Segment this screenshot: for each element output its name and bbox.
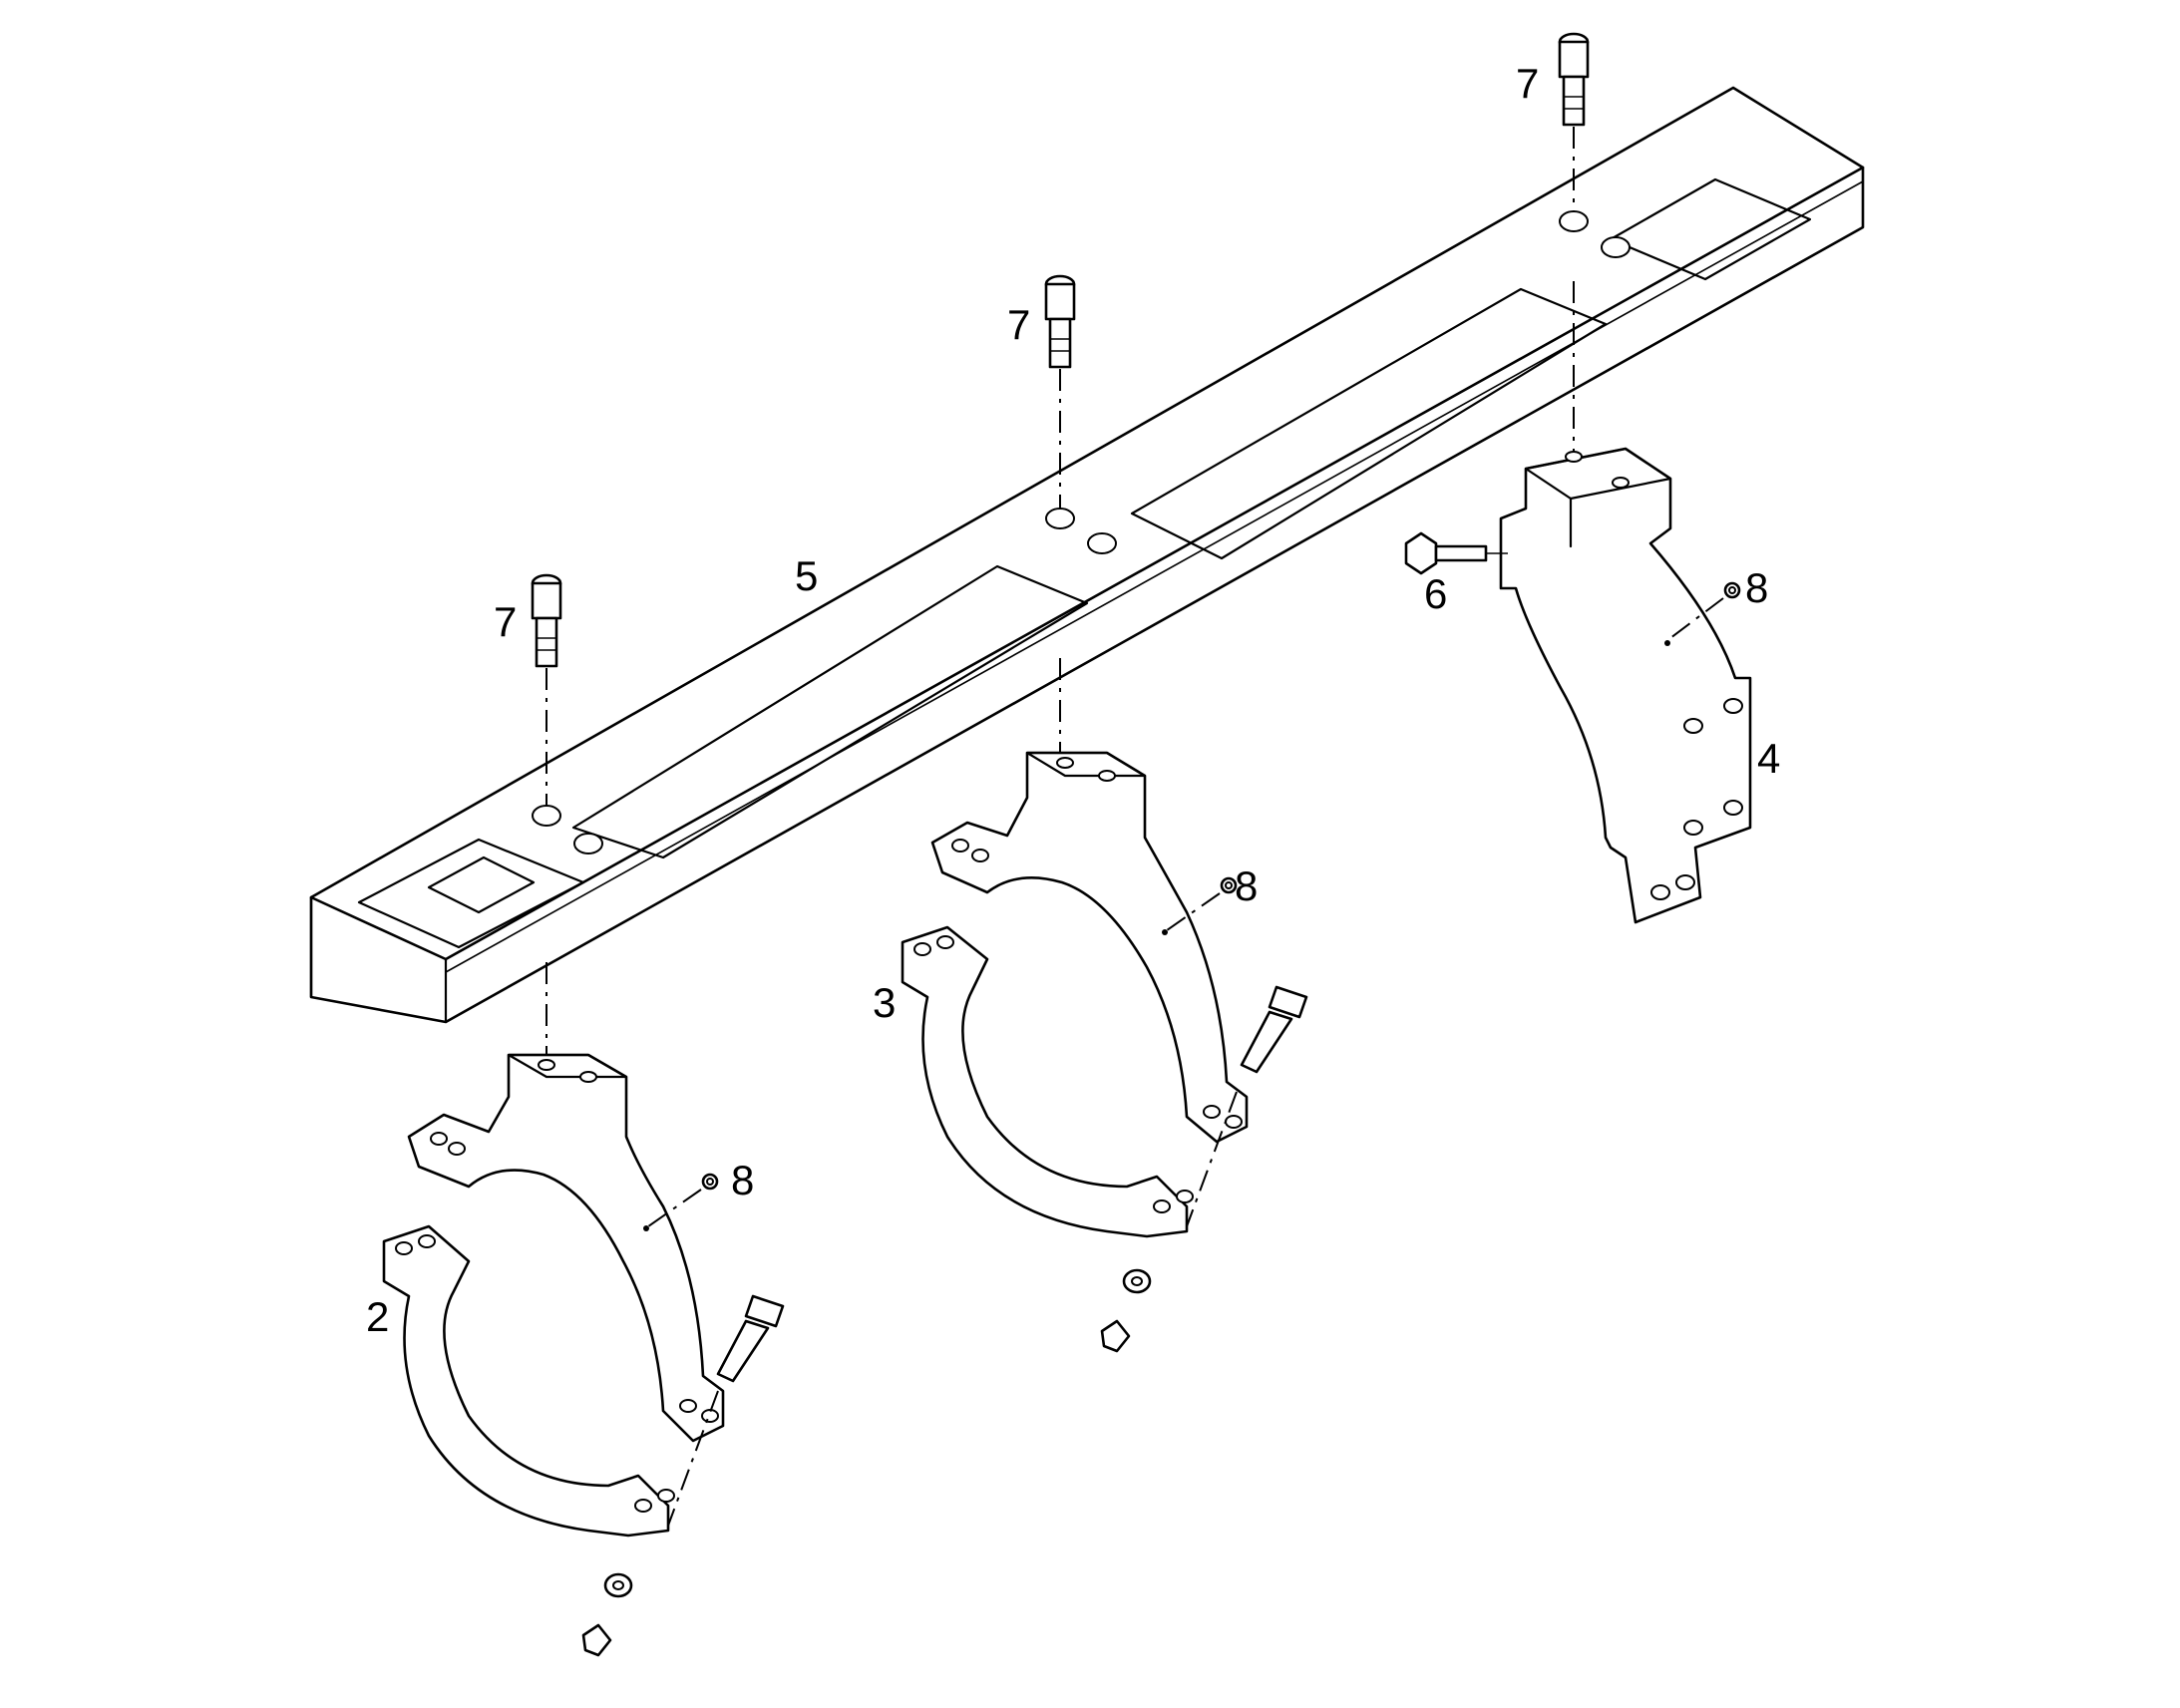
pipe-clamp-2 (382, 1053, 725, 1537)
callout-7: 7 (494, 598, 517, 645)
pipe-clamp-4 (1499, 447, 1752, 924)
callout-8: 8 (731, 1157, 754, 1203)
grease-nipple-icon (1723, 581, 1741, 599)
callout-7: 7 (1516, 60, 1539, 107)
callout-6: 6 (1424, 570, 1447, 617)
nut-icon (1100, 1319, 1131, 1353)
callout-8: 8 (1235, 862, 1258, 909)
bar-hole-left (532, 805, 561, 827)
callout-3: 3 (873, 979, 896, 1026)
callout-7: 7 (1007, 301, 1030, 348)
bar-hole-middle-2 (1087, 532, 1117, 554)
grease-nipple-icon (1220, 876, 1238, 894)
bolt-icon (716, 1294, 785, 1383)
bolt-icon (1404, 531, 1488, 575)
bar-hole-right-2 (1601, 236, 1631, 258)
bolt-icon (1240, 985, 1308, 1074)
callout-4: 4 (1757, 735, 1780, 782)
callout-8: 8 (1745, 564, 1768, 611)
pipe-clamp-3 (901, 751, 1249, 1238)
bar-hole-left-2 (573, 833, 603, 854)
mounting-bar (309, 86, 1865, 1024)
bar-hole-middle (1045, 508, 1075, 529)
grease-nipple-icon (701, 1173, 719, 1191)
nut-icon (581, 1623, 612, 1657)
callout-2: 2 (366, 1293, 389, 1340)
screw-icon (1044, 274, 1076, 369)
screw-icon (1558, 32, 1590, 127)
screw-icon (531, 573, 562, 668)
bar-hole-right (1559, 210, 1589, 232)
callout-5: 5 (795, 552, 818, 599)
